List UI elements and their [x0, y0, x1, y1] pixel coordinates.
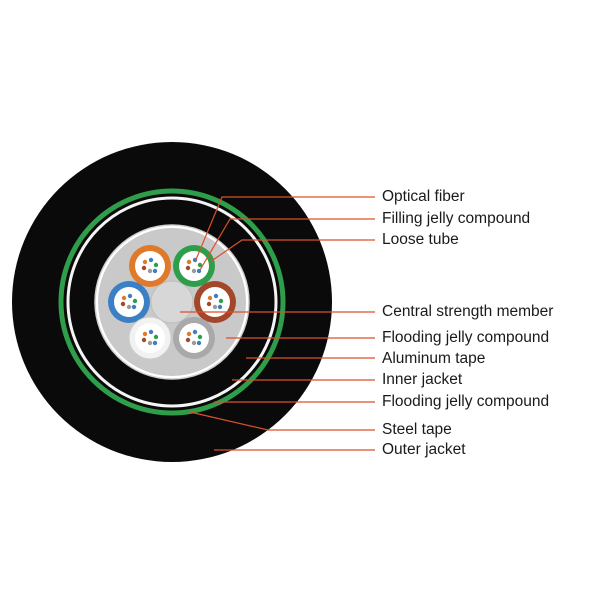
loose-tube-white	[128, 316, 172, 360]
label-flooding-jelly-compound-outer: Flooding jelly compound	[382, 393, 550, 410]
label-steel-tape: Steel tape	[382, 421, 452, 438]
label-flooding-jelly-compound-inner: Flooding jelly compound	[382, 329, 550, 346]
label-filling-jelly-compound: Filling jelly compound	[382, 210, 531, 227]
leader-line-loose-tube	[209, 239, 375, 263]
loose-tube-green	[173, 245, 215, 287]
loose-tube-brown	[194, 281, 236, 323]
label-aluminum-tape: Aluminum tape	[382, 350, 486, 367]
central-strength-member	[150, 280, 194, 324]
leader-line-filling-jelly	[199, 218, 375, 271]
loose-tube-gray	[173, 317, 215, 359]
label-outer-jacket: Outer jacket	[382, 441, 466, 458]
steel-tape-ring	[58, 188, 286, 416]
label-central-strength-member: Central strength member	[382, 303, 554, 320]
label-optical-fiber: Optical fiber	[382, 188, 465, 205]
leader-line-steel-tape	[189, 411, 375, 431]
loose-tube-blue	[108, 281, 150, 323]
leader-line-optical-fiber	[194, 196, 375, 263]
label-loose-tube: Loose tube	[382, 231, 459, 248]
flooding-jelly-outer-ring	[66, 196, 278, 408]
label-inner-jacket: Inner jacket	[382, 371, 463, 388]
loose-tube-orange	[129, 245, 171, 287]
